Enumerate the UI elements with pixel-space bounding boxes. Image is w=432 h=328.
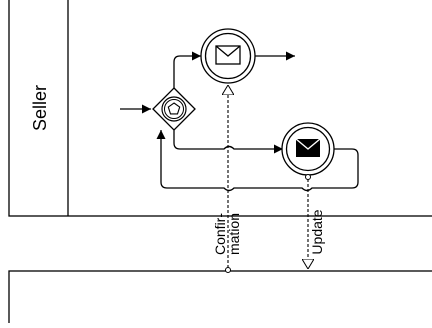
pentagon-icon	[167, 102, 181, 115]
partner-pool[interactable]	[8, 270, 432, 326]
intermediate-message-event-send[interactable]	[200, 28, 256, 84]
seller-lane-label: Seller	[30, 85, 50, 131]
update-label: Update	[309, 209, 325, 254]
envelope-outline-icon	[215, 45, 241, 65]
message-flow-confirmation[interactable]	[226, 85, 231, 273]
sequence-flow-to-receive-event[interactable]	[173, 130, 283, 154]
message-flow-update[interactable]	[306, 174, 311, 270]
loop-back-sequence-flow[interactable]	[156, 130, 359, 192]
sequence-flow-to-send-event[interactable]	[173, 51, 201, 88]
confirmation-label-line1: Confir-	[212, 213, 228, 255]
intermediate-message-event-receive[interactable]	[281, 122, 335, 176]
event-based-gateway[interactable]	[152, 87, 196, 131]
envelope-filled-icon	[295, 138, 321, 157]
confirmation-label-line2: mation	[226, 213, 242, 255]
